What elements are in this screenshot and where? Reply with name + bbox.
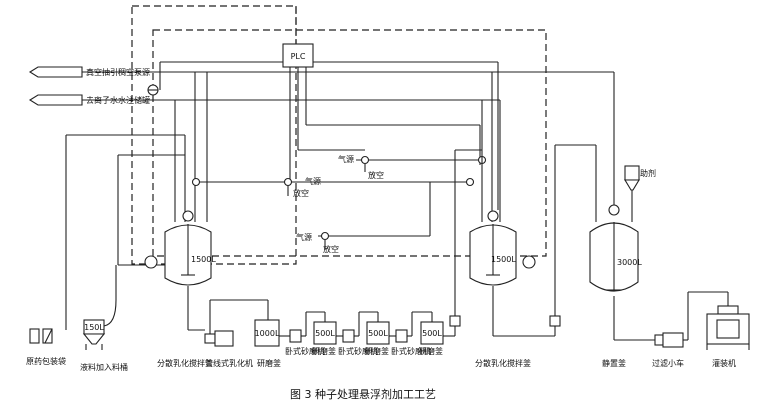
label-raw-pack: 原药包装袋 [26,356,66,366]
raw-material-bags [29,328,53,344]
label-colloid-mill: 管线式乳化机 [205,358,253,368]
label-grind1: 研磨釜 [257,358,281,368]
label-settling: 静置釜 [602,358,626,368]
vacuum-valve [147,84,159,96]
colloid-mill [204,330,234,347]
plc-label: PLC [291,52,306,61]
plc-wires [159,61,499,210]
label-filling: 灌装机 [712,358,736,368]
liquid-feed-hopper: 150L [82,265,117,350]
label-disperser-left: 分散乳化搅拌釜 [157,358,213,368]
additive-label: 助剂 [640,168,656,178]
air-lines: 气源 放空 气源 放空 气源 放空 [191,154,487,254]
tank-500b-volume: 500L [368,329,388,338]
filter-box-right [549,315,561,327]
inlet-water: 去离子水水注储罐 [28,94,500,106]
air-label-1: 气源 [305,176,321,186]
tank-1000-volume: 1000L [255,329,280,338]
gauge-mid-icon [487,210,499,222]
label-filter: 过滤小车 [652,358,684,368]
filling-machine [706,305,750,350]
gauge-left-icon [182,210,194,222]
vent-label-2: 放空 [368,170,384,180]
air-label-3: 气源 [296,232,312,242]
tank-500c-volume: 500L [422,329,442,338]
reactor-mid: 1500L [469,72,597,337]
label-disperser-mid: 分散乳化搅拌釜 [475,358,531,368]
vent-label-3: 放空 [323,244,339,254]
label-liquid-feed: 液料加入料桶 [80,362,128,372]
label-grind4: 研磨釜 [419,346,443,356]
hopper-volume: 150L [84,323,104,332]
left-feed-lines [65,72,208,330]
filter-box-mid [449,315,461,327]
settling-volume: 3000L [617,258,642,267]
figure-caption: 图 3 种子处理悬浮剂加工工艺 [290,387,436,401]
reactor-left: 1500L [144,210,216,331]
inlet-vacuum: 真空抽引稠空泵源 [28,66,615,80]
reactor-left-volume: 1500L [191,255,216,264]
gauge-right-icon [608,204,620,216]
label-bead3: 卧式砂磨机 [391,346,431,356]
settling-tank: 3000L 助剂 [589,80,656,341]
grinding-train: 1000L 500L 500L 500L [209,149,482,347]
meter-mid-icon [522,255,536,269]
label-bead1: 卧式砂磨机 [285,346,325,356]
air-label-2: 气源 [338,154,354,164]
filter-cart [654,291,729,348]
label-grind3: 研磨釜 [365,346,389,356]
tank-500a-volume: 500L [315,329,335,338]
reactor-mid-volume: 1500L [491,255,516,264]
label-bead2: 卧式砂磨机 [338,346,378,356]
equipment-labels: 原药包装袋 液料加入料桶 分散乳化搅拌釜 管线式乳化机 研磨釜 卧式砂磨机 研磨… [26,346,736,372]
label-grind2: 研磨釜 [312,346,336,356]
vent-label-1: 放空 [293,188,309,198]
plc-controller: PLC [282,43,314,68]
meter-left-icon [144,255,158,269]
